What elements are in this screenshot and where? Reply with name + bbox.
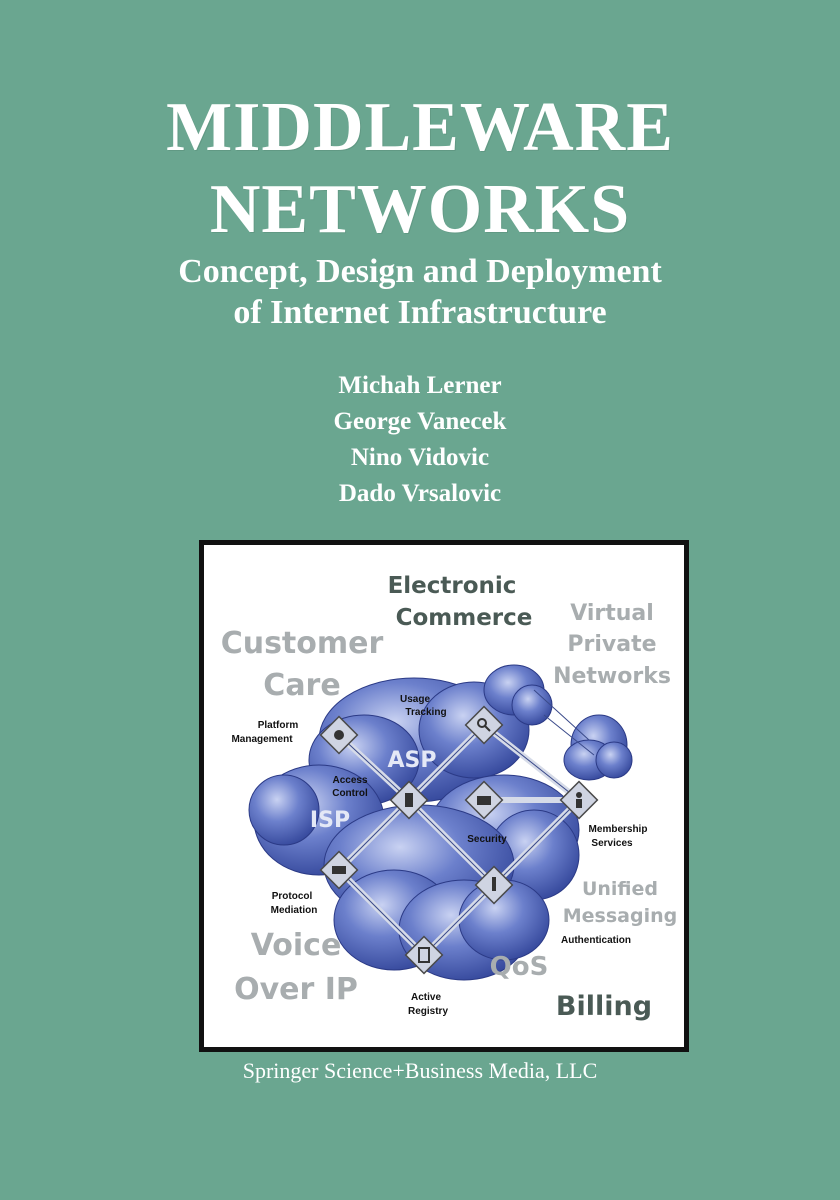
label-electronic: Electronic [388,573,517,599]
label-tracking: Tracking [405,707,446,718]
subtitle-line-2: of Internet Infrastructure [233,294,607,331]
label-voice: Voice [251,928,342,963]
network-diagram: Electronic Commerce Virtual Private Netw… [221,573,678,1022]
phone-icon [405,793,413,807]
network-links-outline [338,689,595,956]
key-icon [492,877,496,891]
publisher-name: Springer Science+Business Media, LLC [242,1058,598,1083]
label-usage: Usage [400,694,430,705]
lock-icon [477,796,491,805]
author-1: Michah Lerner [338,372,502,399]
person-icon [576,792,582,798]
label-registry: Registry [408,1006,448,1017]
author-3: Nino Vidovic [350,444,490,471]
label-active: Active [411,992,441,1003]
label-over-ip: Over IP [234,972,358,1007]
subtitle-line-1: Concept, Design and Deployment [178,253,662,290]
magnifier-icon [477,718,487,728]
label-membership: Membership [589,824,648,835]
tablet-icon [418,947,430,963]
label-security: Security [467,834,507,845]
gear-icon [334,730,344,740]
author-4: Dado Vrsalovic [338,480,502,507]
label-authentication: Authentication [561,935,631,946]
node-glyphs [332,718,582,963]
author-2: George Vanecek [333,408,507,435]
label-private: Private [567,632,656,657]
cover-illustration: Electronic Commerce Virtual Private Netw… [199,540,689,1052]
label-isp: ISP [310,808,350,833]
label-virtual: Virtual [570,601,654,626]
label-mediation: Mediation [271,905,318,916]
label-care: Care [263,668,340,703]
label-protocol: Protocol [272,891,313,902]
label-networks: Networks [553,664,671,689]
label-customer: Customer [221,626,384,661]
label-services: Services [591,838,633,849]
label-commerce: Commerce [396,605,533,631]
label-unified: Unified [582,878,658,900]
label-control: Control [332,788,368,799]
label-qos: QoS [490,952,549,982]
title-line-1: MIDDLEWARE [166,89,674,166]
label-billing: Billing [556,991,652,1022]
printer-icon [332,866,346,874]
title-line-2: NETWORKS [209,171,631,248]
label-messaging: Messaging [563,905,677,927]
label-asp: ASP [388,748,437,773]
label-access: Access [332,775,367,786]
label-platform: Platform [258,720,299,731]
label-management: Management [231,734,293,745]
